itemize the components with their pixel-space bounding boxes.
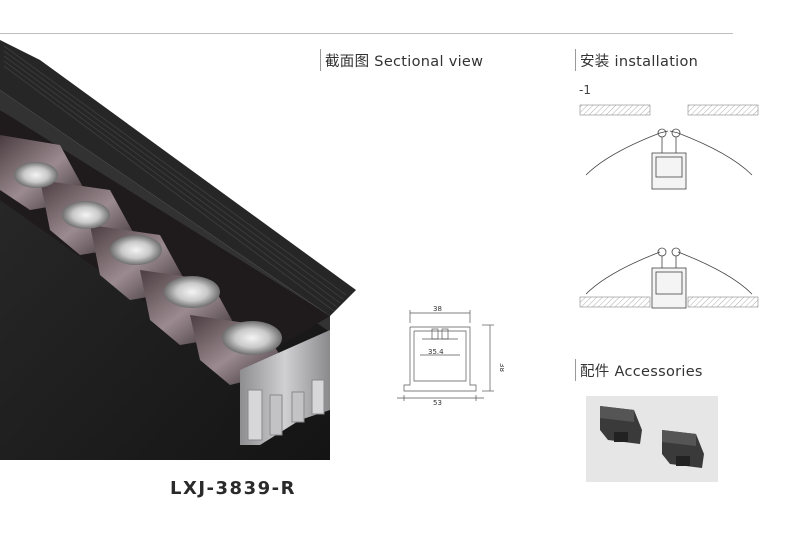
- accessories-title: 配件 Accessories: [580, 363, 703, 380]
- heading-bar: [575, 49, 576, 71]
- product-code: LXJ-3839-R: [170, 478, 296, 499]
- dim-height: 38: [498, 363, 504, 372]
- sectional-view-title: 截面图 Sectional view: [325, 53, 484, 70]
- installation-step-label: -1: [579, 83, 591, 97]
- installation-drawing-step-2: [579, 247, 759, 309]
- dim-width-bottom: 53: [433, 399, 442, 405]
- sectional-drawing: 38 35.4 53 38: [397, 305, 504, 405]
- sectional-view-heading: 截面图 Sectional view: [320, 48, 483, 72]
- product-photo: [0, 40, 356, 460]
- dim-inner: 35.4: [428, 348, 444, 356]
- accessories-heading: 配件 Accessories: [575, 358, 703, 382]
- installation-heading: 安装 installation: [575, 48, 698, 72]
- end-cap-left: [600, 406, 642, 444]
- heading-bar: [575, 359, 576, 381]
- installation-drawing-step-1: [579, 104, 759, 190]
- accessories-photo: [586, 396, 718, 482]
- vent-grooves: [3, 45, 347, 312]
- heading-bar: [320, 49, 321, 71]
- led-lenses: [14, 162, 282, 355]
- dim-width-top: 38: [433, 305, 442, 313]
- top-divider: [0, 33, 733, 34]
- installation-title: 安装 installation: [580, 53, 699, 70]
- end-cap-right: [662, 430, 704, 468]
